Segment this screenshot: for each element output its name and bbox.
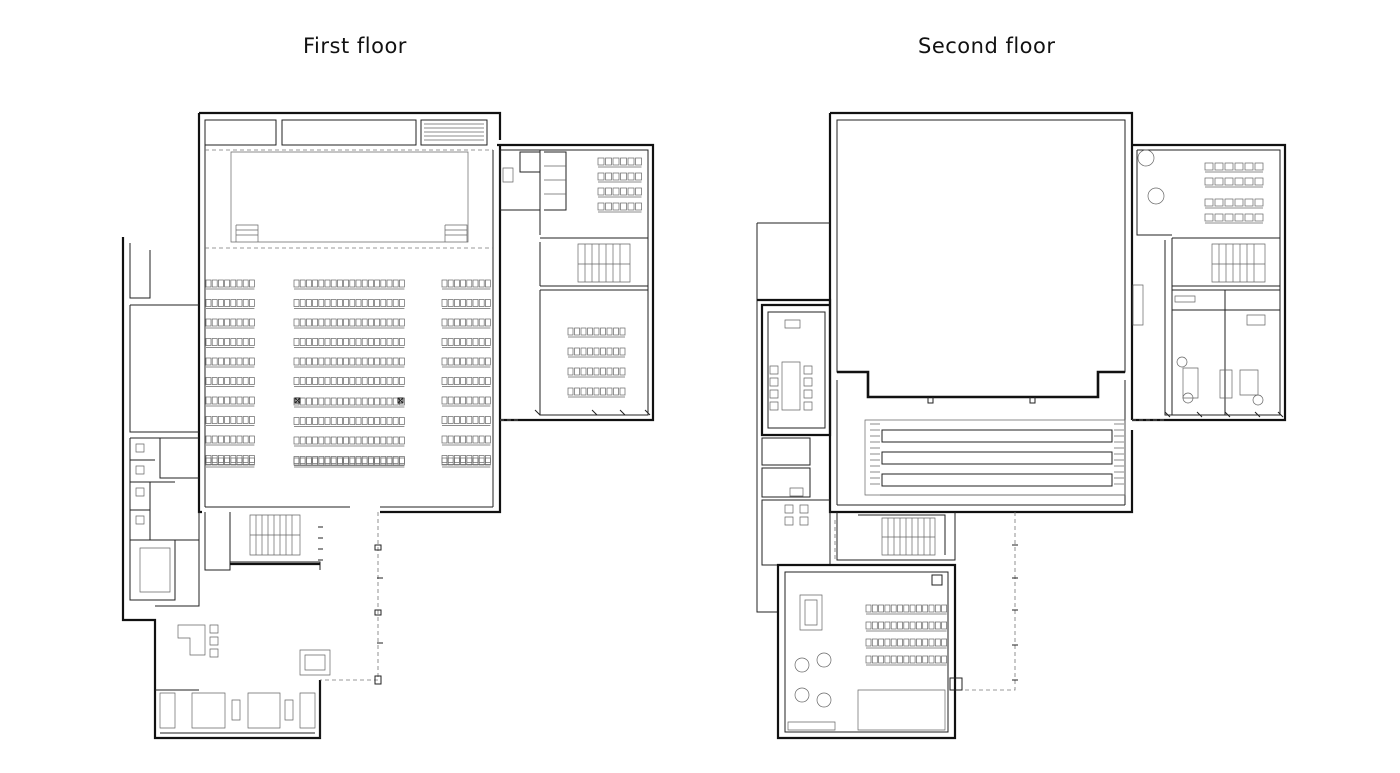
first-floor-plan [121,111,655,740]
first-floor-right-annex [497,143,655,422]
balcony-tiers [864,419,1126,496]
stage [205,149,493,249]
annex-classroom-desks [567,327,626,398]
landing-stair [881,517,936,556]
second-floor-lower-hall [776,563,963,740]
second-floor-title: Second floor [918,34,1056,58]
annex-meeting-desks [597,157,642,213]
first-floor-left-wing [121,237,322,740]
second-floor-left-wing [756,222,836,613]
first-floor-lobby [155,512,383,738]
top-stair [424,123,484,141]
annex-stair-2 [1211,243,1266,283]
first-floor-main-hall [197,111,502,514]
second-floor-landing [836,512,1018,691]
first-floor-title: First floor [303,34,407,58]
first-floor-columns [294,397,404,404]
annex-classroom-desks-2 [1204,162,1264,224]
first-floor-seating [205,279,491,468]
lower-hall-seating [865,604,947,666]
lobby-stair [249,514,301,556]
second-floor-plan [756,111,1287,740]
annex-stair [577,243,631,283]
second-floor-right-annex [1132,143,1287,422]
